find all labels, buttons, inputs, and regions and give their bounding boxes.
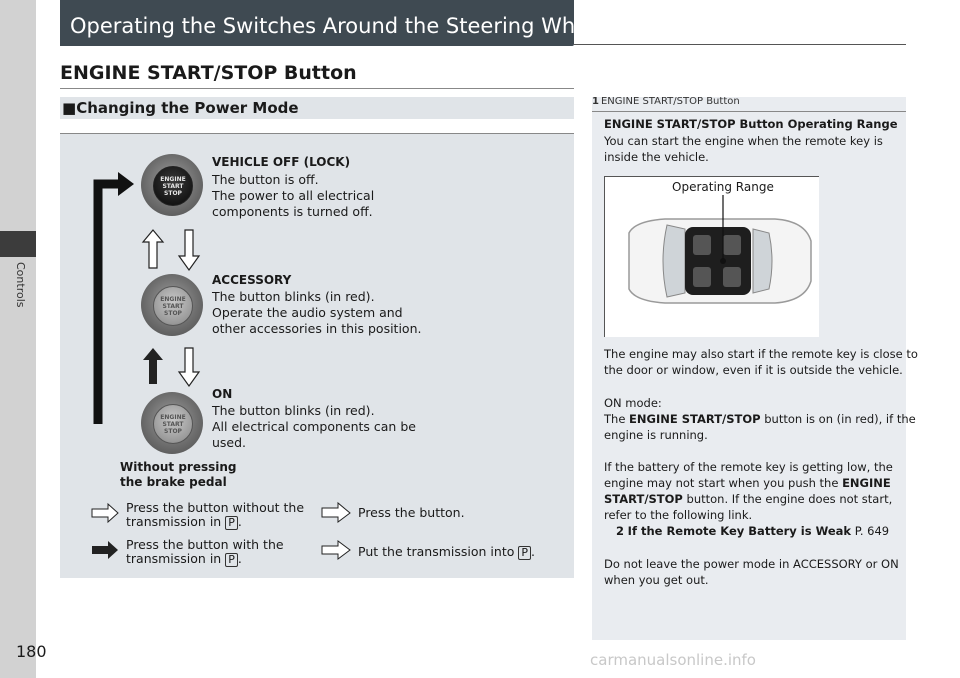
button-text-2: START (162, 183, 184, 190)
gear-p-icon: P (518, 546, 531, 560)
subsection-title: ■Changing the Power Mode (62, 99, 299, 117)
square-bullet-icon: ■ (62, 99, 77, 117)
button-text-1: ENGINE (160, 296, 186, 303)
range-pointer-dot (720, 258, 726, 264)
section-rule (60, 88, 574, 89)
button-text-3: STOP (164, 428, 182, 435)
seat-front-left (693, 235, 711, 255)
mode-text-on: The button blinks (in red).All electrica… (212, 403, 416, 450)
up-arrow-outline-1 (141, 229, 165, 269)
legend-arrow-outline-1 (91, 502, 119, 524)
subsection-band (60, 97, 574, 119)
button-text-3: STOP (164, 310, 182, 317)
down-arrow-outline-2 (177, 347, 201, 388)
legend-arrow-outline-3 (321, 540, 351, 560)
watermark: carmanualsonline.info (590, 651, 756, 669)
reference-icon: 1 (592, 96, 599, 107)
mode-title-off: VEHICLE OFF (LOCK) (212, 155, 351, 169)
up-arrow-solid-2 (143, 348, 163, 384)
legend-arrow-solid-1 (92, 541, 118, 559)
battery-weak-link[interactable]: 2 If the Remote Key Battery is Weak P. 6… (616, 524, 890, 538)
return-arrow-head (118, 172, 134, 196)
mode-text-off: The button is off.The power to all elect… (212, 172, 375, 219)
button-text-3: STOP (164, 190, 182, 197)
chapter-tab (0, 0, 36, 678)
down-arrow-outline-1 (177, 229, 201, 272)
page-title: Operating the Switches Around the Steeri… (70, 14, 607, 38)
section-title: ENGINE START/STOP Button (60, 62, 357, 84)
button-text-1: ENGINE (160, 414, 186, 421)
legend-arrow-outline-2 (321, 501, 351, 523)
legend-put-into-p: Put the transmission into P. (358, 544, 535, 560)
operating-range-figure (604, 176, 819, 337)
note-paragraph-3: ON mode:The ENGINE START/STOP button is … (604, 396, 916, 442)
car-top-view (628, 195, 812, 304)
mode-text-accessory: The button blinks (in red).Operate the a… (212, 289, 422, 336)
button-text-2: START (162, 421, 184, 428)
seat-rear-left (723, 235, 741, 255)
note-paragraph-2: The engine may also start if the remote … (604, 347, 918, 377)
link-arrow-icon: 2 (616, 524, 625, 538)
return-arrow-path (93, 179, 120, 424)
gear-p-icon: P (225, 553, 238, 567)
subsection-label: Changing the Power Mode (76, 99, 299, 117)
title-band (60, 0, 574, 46)
chapter-tab-marker (0, 231, 36, 257)
operating-range-label: Operating Range (672, 180, 774, 194)
seat-rear-right (723, 267, 741, 287)
note-heading: ENGINE START/STOP Button Operating Range (604, 117, 898, 131)
button-text-1: ENGINE (160, 176, 186, 183)
chapter-label: Controls (14, 262, 27, 308)
gear-p-icon: P (225, 516, 238, 530)
note-paragraph-4: If the battery of the remote key is gett… (604, 460, 893, 522)
power-mode-diagram (60, 133, 574, 578)
rear-window (752, 228, 773, 294)
note-paragraph-5: Do not leave the power mode in ACCESSORY… (604, 557, 899, 587)
button-text-2: START (162, 303, 184, 310)
note-paragraph-1: You can start the engine when the remote… (604, 134, 883, 164)
mode-title-on: ON (212, 387, 233, 401)
note-rule (592, 111, 906, 112)
windshield (662, 224, 686, 298)
seat-front-right (693, 267, 711, 287)
mode-title-accessory: ACCESSORY (212, 273, 292, 287)
legend-press-button: Press the button. (358, 505, 465, 520)
title-rule (574, 44, 906, 45)
page-number: 180 (16, 642, 47, 661)
